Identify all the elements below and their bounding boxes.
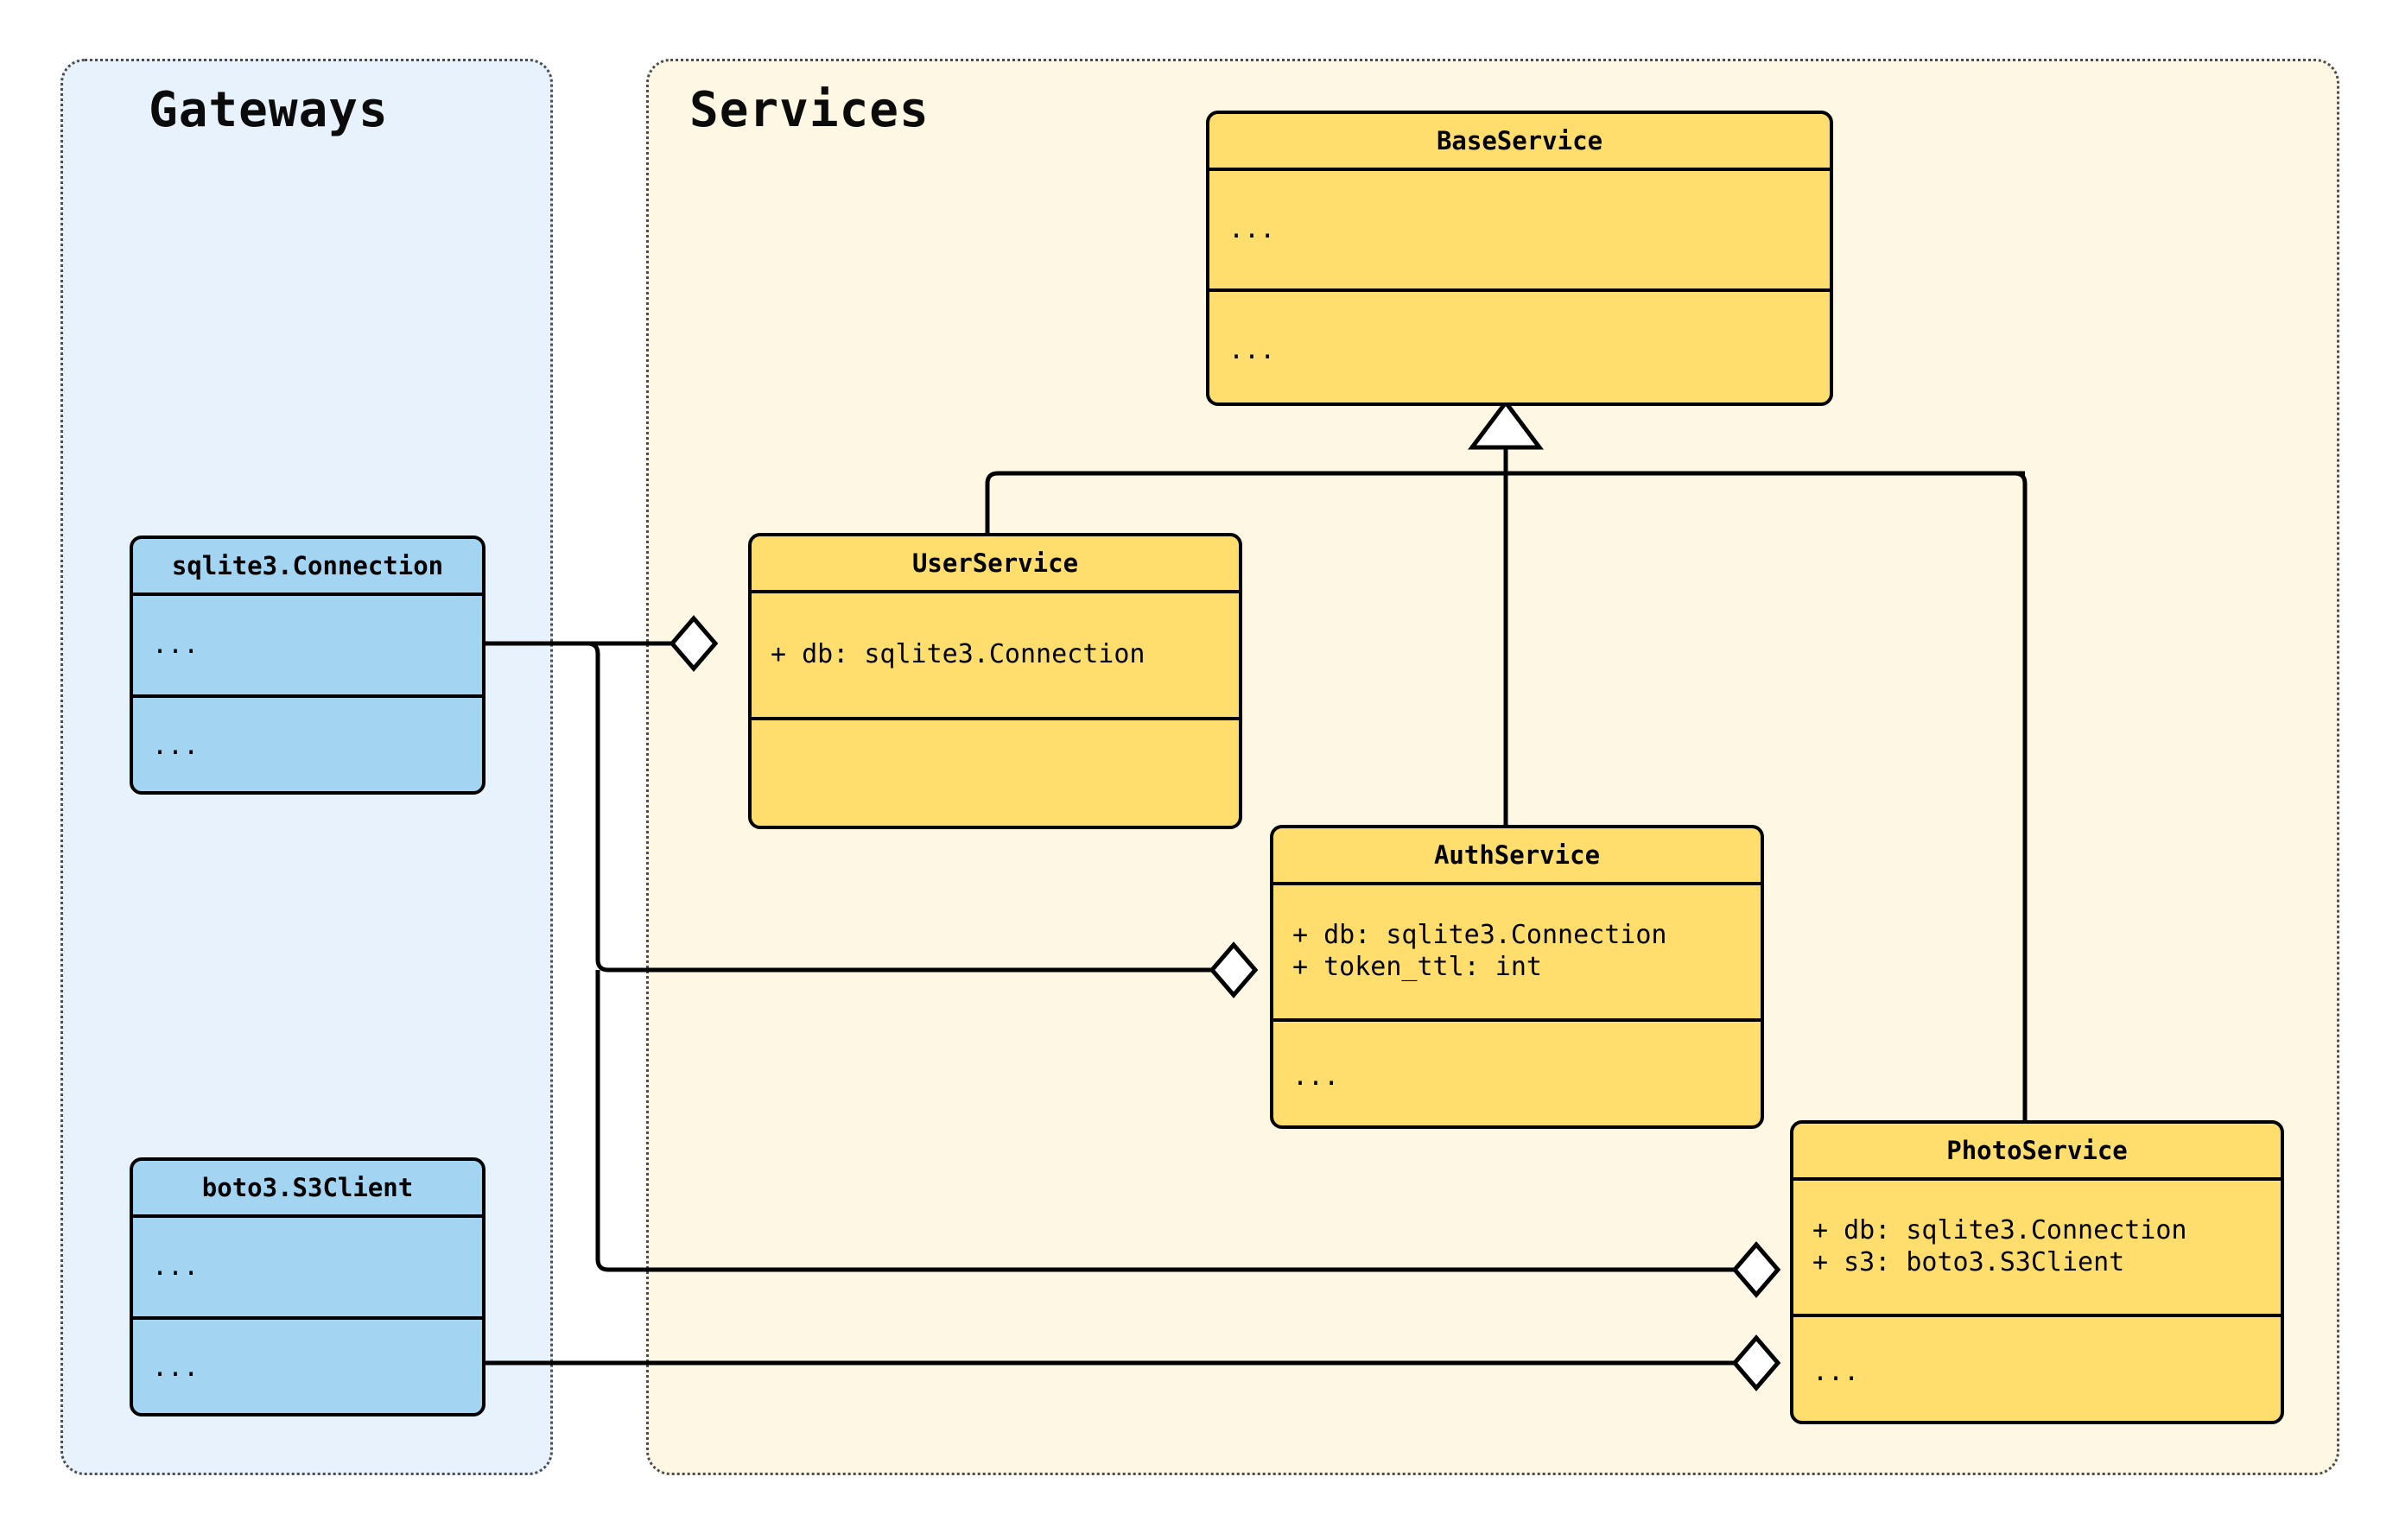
method-row: ... (152, 730, 200, 761)
class-attributes-baseservice: ... (1209, 168, 1830, 288)
package-services-title: Services (689, 82, 930, 138)
class-attributes-boto3-s3client: ... (133, 1214, 482, 1316)
class-attributes-authservice: + db: sqlite3.Connection + token_ttl: in… (1273, 882, 1761, 1018)
class-methods-userservice (752, 717, 1239, 826)
class-box-authservice[interactable]: AuthService + db: sqlite3.Connection + t… (1270, 825, 1764, 1129)
attribute-row: + s3: boto3.S3Client (1812, 1247, 2125, 1277)
class-attributes-userservice: + db: sqlite3.Connection (752, 590, 1239, 717)
method-row: ... (1812, 1356, 1860, 1387)
class-box-boto3-s3client[interactable]: boto3.S3Client ... ... (130, 1157, 486, 1416)
method-row: ... (152, 1352, 200, 1383)
attribute-row: + token_ttl: int (1292, 952, 1542, 982)
class-name-baseservice: BaseService (1436, 126, 1603, 155)
class-methods-photoservice: ... (1793, 1314, 2281, 1421)
class-box-baseservice[interactable]: BaseService ... ... (1206, 111, 1833, 406)
class-name-authservice: AuthService (1433, 840, 1601, 870)
class-methods-boto3-s3client: ... (133, 1316, 482, 1413)
class-methods-sqlite3-connection: ... (133, 694, 482, 791)
class-methods-authservice: ... (1273, 1018, 1761, 1125)
class-name-photoservice: PhotoService (1946, 1136, 2128, 1165)
attribute-row: + db: sqlite3.Connection (1812, 1215, 2187, 1246)
method-row: ... (1292, 1061, 1340, 1092)
attribute-row: ... (1228, 213, 1276, 244)
class-attributes-sqlite3-connection: ... (133, 593, 482, 694)
class-attributes-photoservice: + db: sqlite3.Connection + s3: boto3.S3C… (1793, 1177, 2281, 1314)
attribute-row: ... (152, 629, 200, 660)
class-box-sqlite3-connection[interactable]: sqlite3.Connection ... ... (130, 536, 486, 795)
class-name-sqlite3-connection: sqlite3.Connection (171, 551, 444, 580)
class-box-photoservice[interactable]: PhotoService + db: sqlite3.Connection + … (1790, 1120, 2284, 1424)
method-row: ... (1228, 334, 1276, 365)
attribute-row: + db: sqlite3.Connection (771, 639, 1146, 670)
attribute-row: ... (152, 1251, 200, 1282)
class-name-userservice: UserService (911, 548, 1079, 578)
class-name-boto3-s3client: boto3.S3Client (201, 1173, 414, 1202)
package-gateways-title: Gateways (149, 82, 389, 138)
class-methods-baseservice: ... (1209, 288, 1830, 402)
class-box-userservice[interactable]: UserService + db: sqlite3.Connection (748, 533, 1242, 829)
attribute-row: + db: sqlite3.Connection (1292, 920, 1667, 951)
